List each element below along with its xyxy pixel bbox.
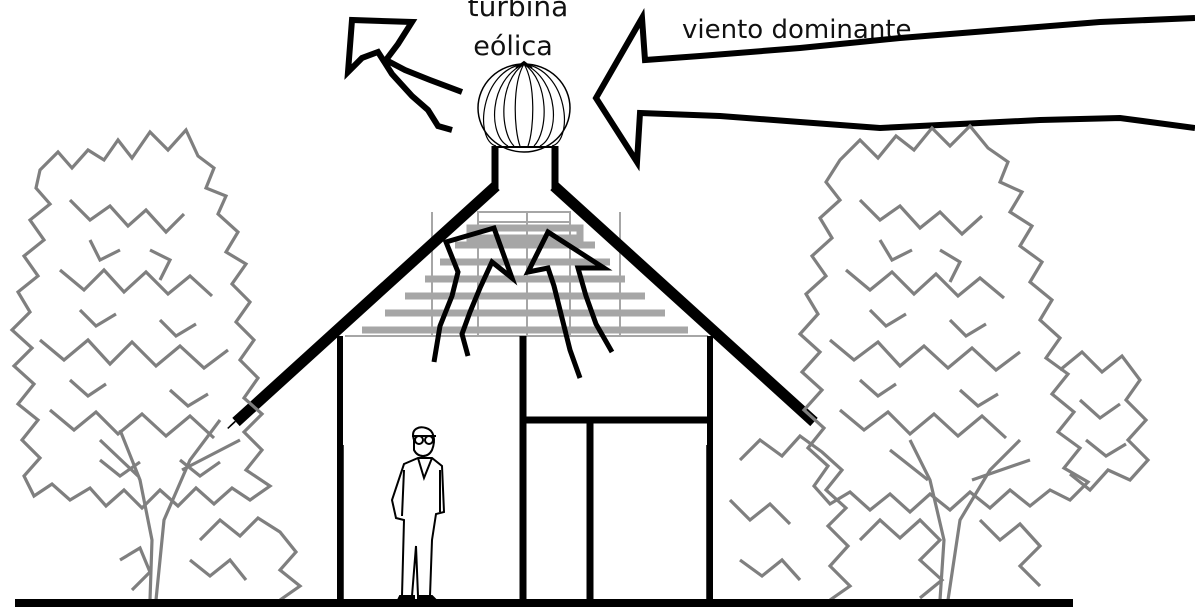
chimney [491,146,559,190]
wind-arrow [592,7,1195,172]
wind-turbine-icon [477,60,571,153]
tree-icon [728,123,1151,602]
airflow-arrow-right [523,228,615,379]
exhaust-arrow [344,16,464,133]
tree-right [728,123,1151,602]
house-frame [337,336,713,602]
airflow-arrow-left [431,224,518,363]
tree-left [9,127,303,602]
roof [225,181,827,431]
turbine-label-top: turbina [468,0,569,23]
tree-icon [9,127,303,602]
person-icon [390,426,446,601]
turbine-label-bottom: eólica [473,31,553,62]
